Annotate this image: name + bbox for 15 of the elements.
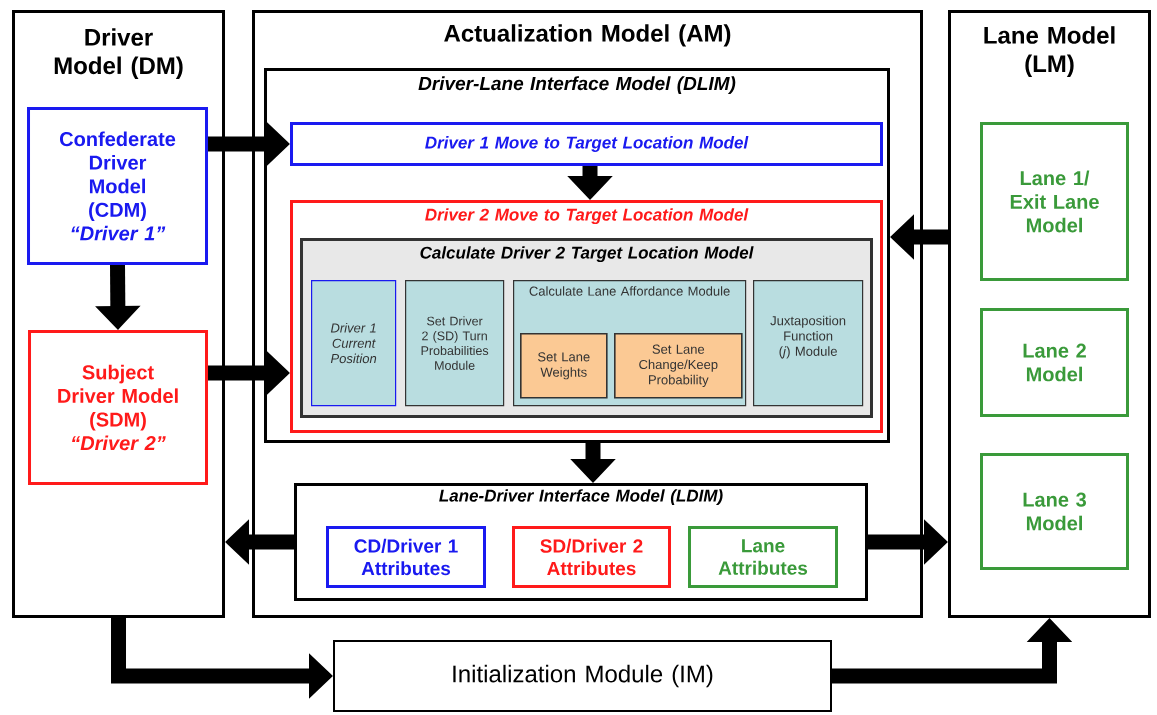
- model-box: Driver 1 Move to Target Location Model: [290, 122, 883, 166]
- attribute-box: CD/Driver 1 Attributes: [326, 526, 486, 588]
- module-box: Juxtaposition Function (j) Module: [753, 280, 864, 407]
- module-box: Set Lane Change/Keep Probability: [614, 333, 743, 399]
- module-box: Driver 1 Current Position: [311, 280, 397, 407]
- model-box: Subject Driver Model (SDM) “Driver 2”: [28, 330, 208, 485]
- module-box: Initialization Module (IM): [333, 640, 832, 712]
- module-box: Set Lane Weights: [520, 333, 608, 399]
- model-box: Confederate Driver Model (CDM) “Driver 1”: [27, 107, 208, 265]
- attribute-box: Lane Attributes: [688, 526, 838, 588]
- lane-box: Lane 2 Model: [980, 308, 1129, 417]
- lane-box: Lane 1/ Exit Lane Model: [980, 122, 1129, 281]
- module-box: Set Driver 2 (SD) Turn Probabilities Module: [405, 280, 505, 407]
- attribute-box: SD/Driver 2 Attributes: [512, 526, 671, 588]
- lane-box: Lane 3 Model: [980, 453, 1129, 570]
